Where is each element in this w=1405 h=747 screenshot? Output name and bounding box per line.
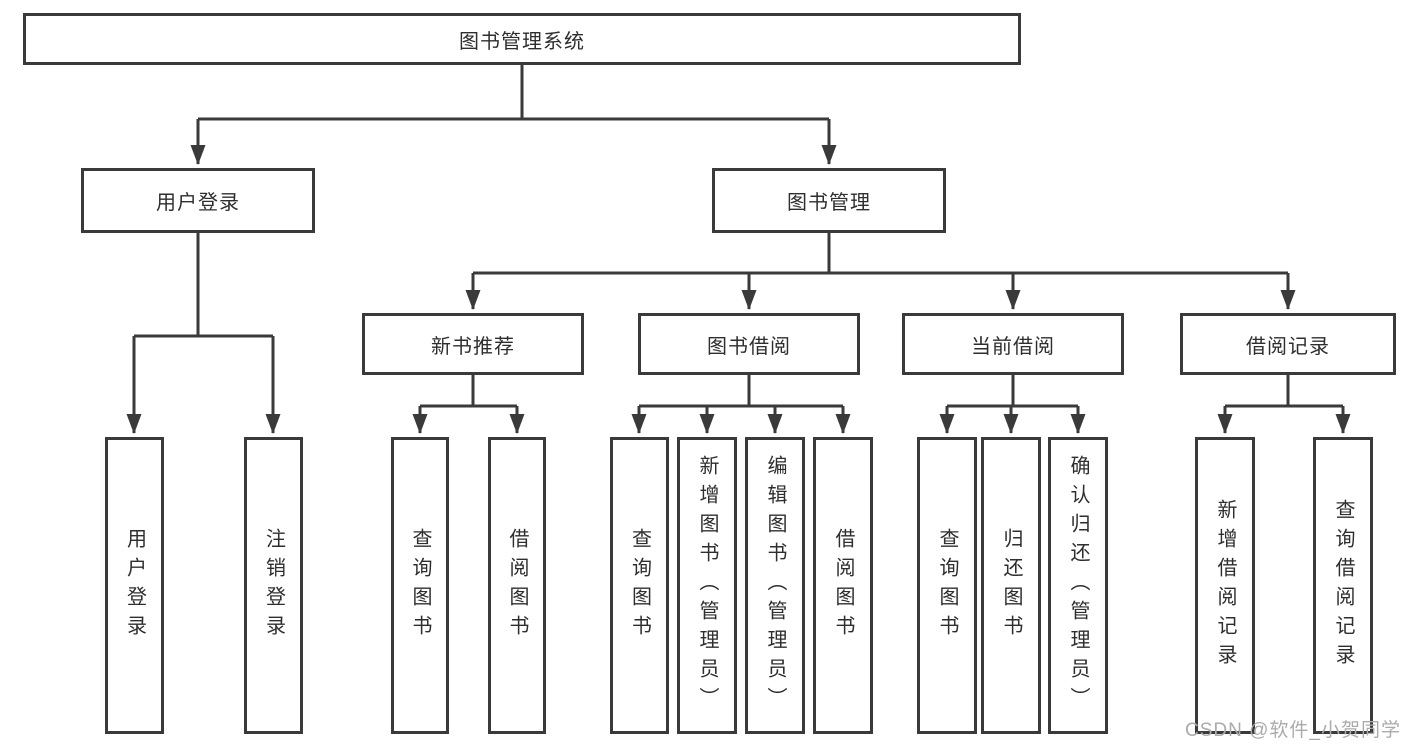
node-current-borrowing: 当前借阅 — [902, 313, 1124, 375]
leaf-search-books-recommend-label: 查询图书 — [409, 527, 431, 644]
leaf-user-login: 用户登录 — [105, 437, 164, 734]
node-user-login: 用户登录 — [81, 168, 315, 233]
leaf-borrow-books-recommend: 借阅图书 — [488, 437, 546, 734]
leaf-edit-books-admin: 编辑图书（管理员） — [745, 437, 805, 734]
leaf-search-books-borrow-label: 查询图书 — [628, 527, 651, 644]
leaf-user-login-label: 用户登录 — [123, 527, 146, 644]
leaf-search-books-current: 查询图书 — [917, 437, 977, 734]
leaf-logout: 注销登录 — [244, 437, 303, 734]
leaf-logout-label: 注销登录 — [262, 527, 285, 644]
leaf-add-books-admin: 新增图书（管理员） — [677, 437, 737, 734]
leaf-search-borrow-record: 查询借阅记录 — [1313, 437, 1373, 734]
csdn-watermark: CSDN @软件_小贺同学 — [1185, 720, 1401, 741]
leaf-search-books-recommend: 查询图书 — [391, 437, 449, 734]
leaf-confirm-return-admin: 确认归还（管理员） — [1048, 437, 1108, 734]
leaf-search-books-current-label: 查询图书 — [936, 527, 958, 644]
leaf-borrow-books: 借阅图书 — [813, 437, 873, 734]
leaf-borrow-books-label: 借阅图书 — [832, 527, 854, 644]
leaf-search-books-borrow: 查询图书 — [610, 437, 669, 734]
leaf-edit-books-admin-label: 编辑图书（管理员） — [764, 455, 786, 716]
node-borrowing-records: 借阅记录 — [1180, 313, 1396, 375]
leaf-search-borrow-record-label: 查询借阅记录 — [1332, 498, 1354, 673]
leaf-return-books: 归还图书 — [981, 437, 1041, 734]
node-root-system: 图书管理系统 — [23, 13, 1021, 65]
node-book-management: 图书管理 — [712, 168, 946, 233]
node-new-book-recommendation: 新书推荐 — [362, 313, 584, 375]
node-book-borrowing: 图书借阅 — [638, 313, 860, 375]
leaf-add-borrow-record: 新增借阅记录 — [1195, 437, 1255, 734]
leaf-borrow-books-recommend-label: 借阅图书 — [506, 527, 528, 644]
leaf-add-books-admin-label: 新增图书（管理员） — [696, 455, 718, 716]
leaf-confirm-return-admin-label: 确认归还（管理员） — [1067, 455, 1089, 716]
leaf-return-books-label: 归还图书 — [1000, 527, 1022, 644]
leaf-add-borrow-record-label: 新增借阅记录 — [1214, 498, 1236, 673]
